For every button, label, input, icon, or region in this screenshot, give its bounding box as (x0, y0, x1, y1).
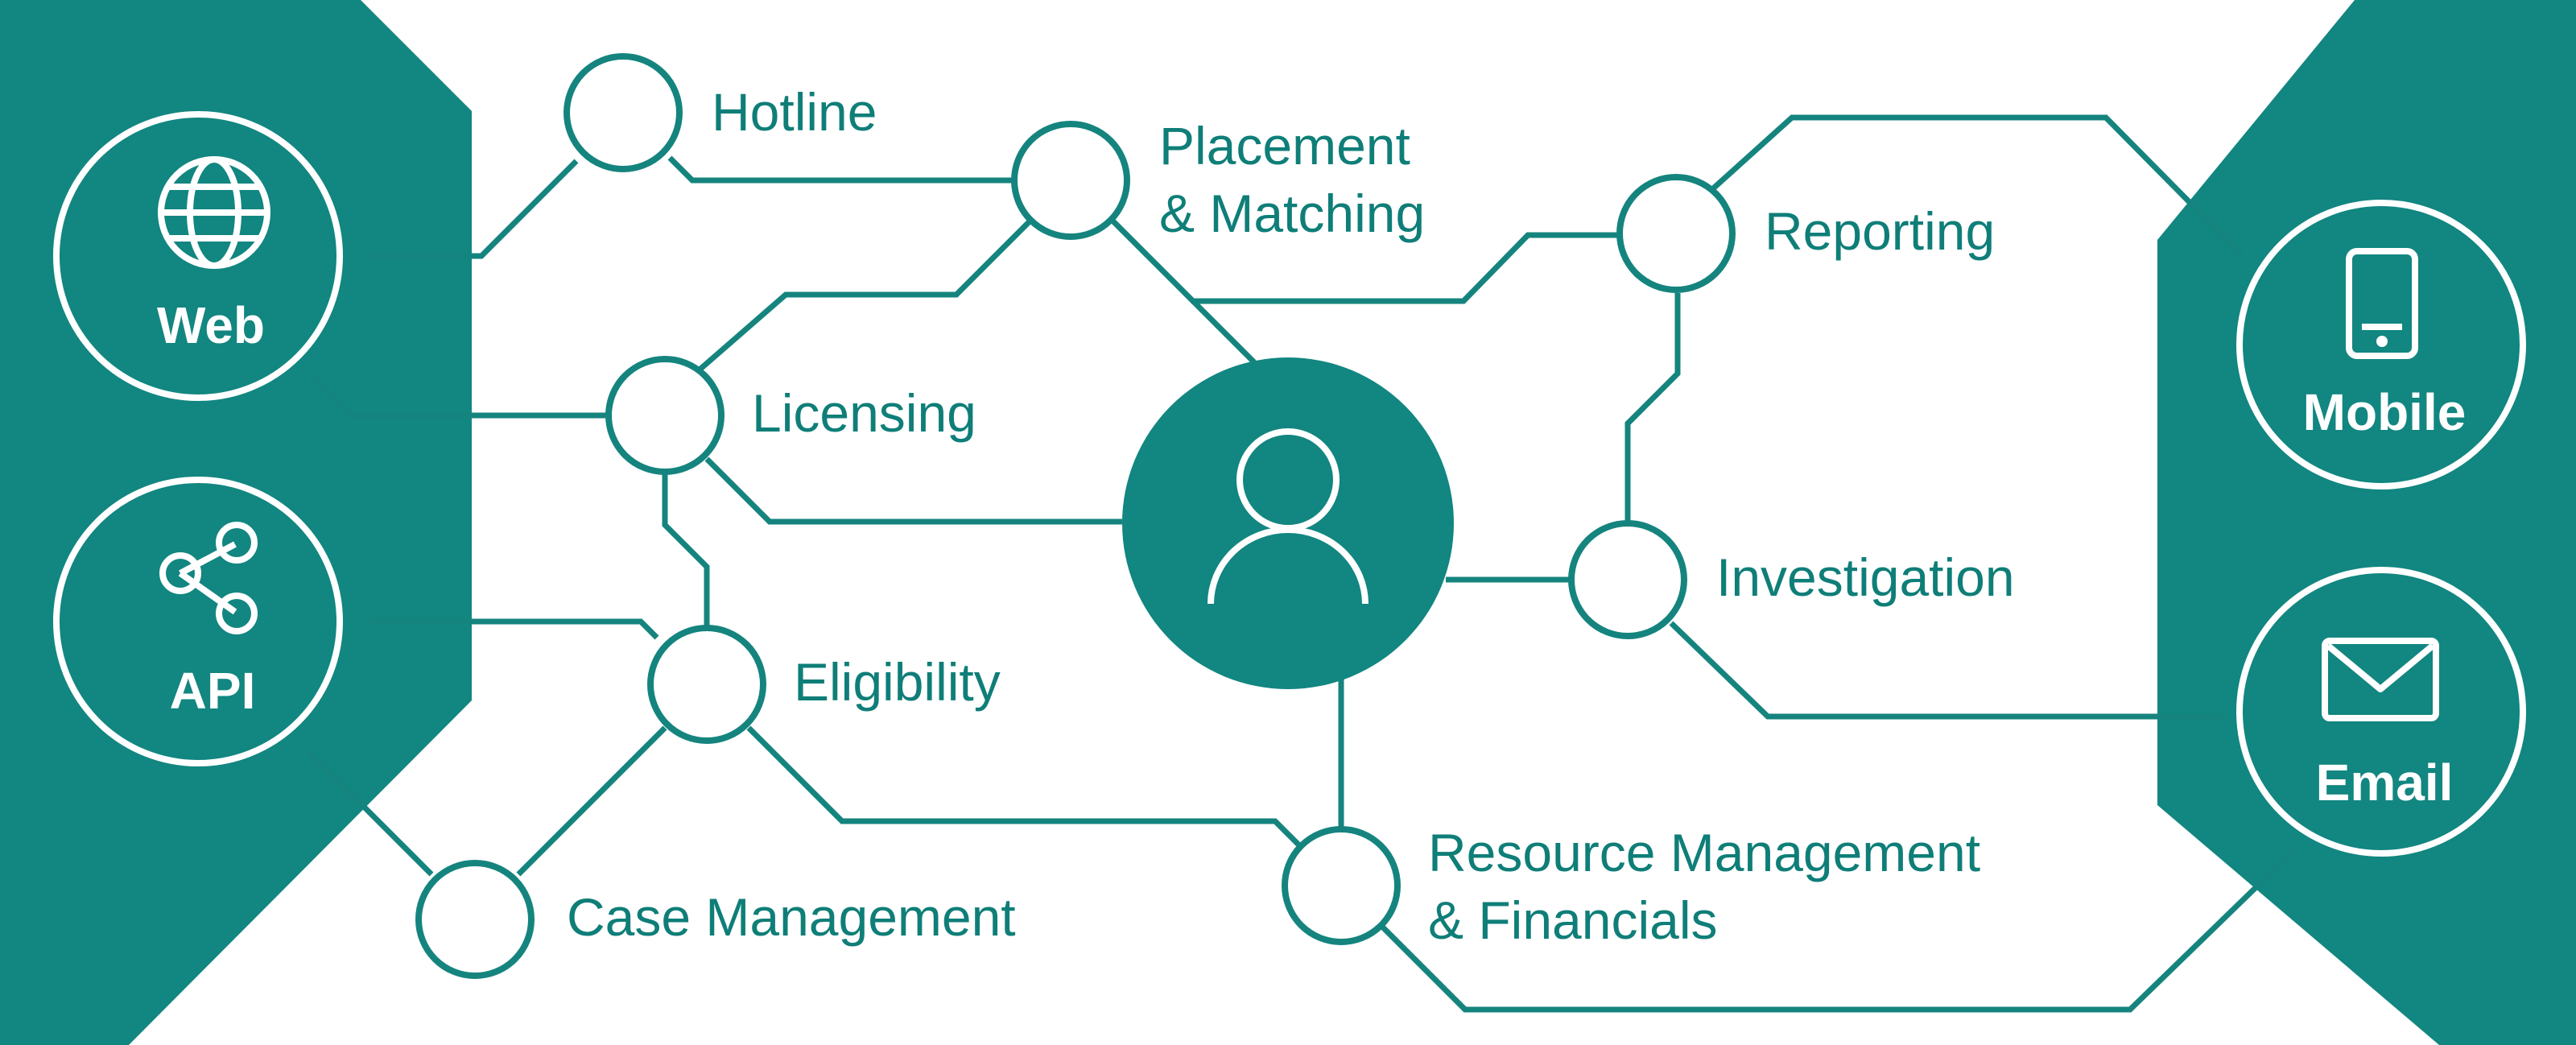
line-api-eligibility (370, 618, 659, 640)
line-investigation-reporting (1624, 293, 1681, 523)
module-label-hotline: Hotline (712, 82, 877, 142)
module-label-resource-line1: Resource Management (1428, 823, 1980, 882)
node-hotline[interactable] (564, 53, 683, 172)
channel-label-api: API (170, 662, 256, 720)
left-panel-bottom (0, 700, 472, 1045)
line-api-case (307, 750, 434, 877)
module-label-case-management: Case Management (567, 887, 1016, 947)
module-label-reporting: Reporting (1765, 201, 1995, 261)
module-label-placement-line2: & Matching (1159, 184, 1425, 243)
module-label-placement-line1: Placement (1159, 116, 1410, 176)
user-icon (1208, 428, 1368, 605)
line-placement-center (1108, 217, 1257, 365)
channel-api[interactable]: API (53, 477, 343, 766)
line-eligibility-resource (746, 725, 1308, 854)
line-licensing-eligibility (662, 472, 710, 628)
line-licensing-placement (696, 217, 1034, 373)
module-label-eligibility: Eligibility (794, 652, 1001, 712)
module-label-licensing: Licensing (752, 383, 976, 443)
line-web-licensing (313, 376, 610, 419)
module-label-resource-line2: & Financials (1428, 890, 1718, 950)
node-placement[interactable] (1011, 121, 1130, 240)
right-panel (2157, 0, 2576, 1045)
line-reporting-mobile (1709, 114, 2245, 258)
node-reporting[interactable] (1616, 174, 1736, 293)
line-web-hotline (370, 159, 579, 259)
share-icon (159, 522, 258, 634)
connection-lines (307, 114, 2295, 1013)
envelope-icon (2322, 638, 2439, 721)
channel-label-mobile: Mobile (2303, 383, 2467, 441)
module-label-investigation: Investigation (1716, 547, 2015, 607)
smartphone-button (2376, 336, 2388, 347)
channel-mobile[interactable]: Mobile (2236, 200, 2526, 489)
node-case-management[interactable] (415, 860, 535, 979)
line-eligibility-case (516, 725, 667, 877)
node-eligibility[interactable] (647, 625, 766, 744)
channel-label-email: Email (2316, 754, 2454, 812)
line-hotline-placement (667, 155, 1016, 184)
node-licensing[interactable] (605, 356, 724, 475)
line-licensing-center (704, 456, 1122, 525)
node-resource[interactable] (1282, 826, 1401, 945)
center-user-node[interactable] (1122, 357, 1454, 689)
globe-icon (158, 156, 270, 269)
node-investigation[interactable] (1568, 520, 1687, 639)
line-placement-reporting (1191, 232, 1618, 304)
line-resource-email (1379, 849, 2295, 1013)
channel-web[interactable]: Web (53, 111, 343, 401)
line-investigation-email (1669, 621, 2223, 720)
channel-label-web: Web (157, 296, 265, 354)
channel-email[interactable]: Email (2236, 567, 2526, 857)
smartphone-icon (2346, 248, 2418, 359)
